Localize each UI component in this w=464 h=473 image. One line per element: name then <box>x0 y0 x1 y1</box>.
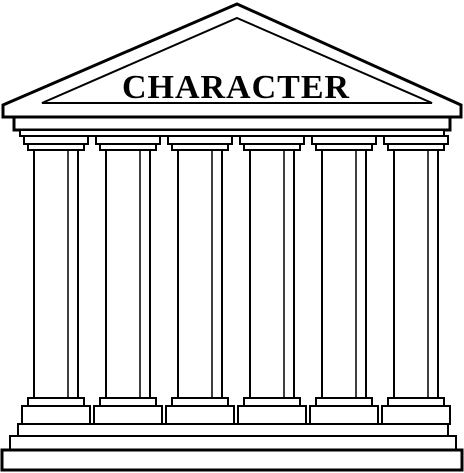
column-base-ring <box>28 398 84 406</box>
entablature-upper-beam <box>14 117 450 130</box>
column-base-ring <box>172 398 228 406</box>
column-plinth <box>22 406 90 424</box>
column-capital-plate <box>312 136 376 144</box>
column-shaft <box>322 150 366 398</box>
column-plinth <box>238 406 306 424</box>
entablature <box>14 117 450 136</box>
column-5 <box>310 136 378 424</box>
column-base-ring <box>244 398 300 406</box>
column-4 <box>238 136 306 424</box>
column-shaft <box>34 150 78 398</box>
column-capital-plate <box>240 136 304 144</box>
pediment-title: CHARACTER <box>122 69 350 106</box>
column-plinth <box>94 406 162 424</box>
base-step-bottom <box>2 450 462 470</box>
columns <box>22 136 450 424</box>
column-2 <box>94 136 162 424</box>
column-shaft <box>106 150 150 398</box>
base-step-top <box>18 424 448 436</box>
column-shaft <box>394 150 438 398</box>
column-plinth <box>166 406 234 424</box>
stylobate-steps <box>2 424 462 470</box>
column-base-ring <box>100 398 156 406</box>
column-base-ring <box>388 398 444 406</box>
column-1 <box>22 136 90 424</box>
column-plinth <box>310 406 378 424</box>
column-capital-plate <box>384 136 448 144</box>
column-shaft <box>250 150 294 398</box>
column-capital-plate <box>24 136 88 144</box>
column-plinth <box>382 406 450 424</box>
column-3 <box>166 136 234 424</box>
column-6 <box>382 136 450 424</box>
column-base-ring <box>316 398 372 406</box>
column-capital-plate <box>168 136 232 144</box>
base-step-middle <box>10 436 456 450</box>
pediment: CHARACTER <box>3 4 461 117</box>
column-shaft <box>178 150 222 398</box>
column-capital-plate <box>96 136 160 144</box>
